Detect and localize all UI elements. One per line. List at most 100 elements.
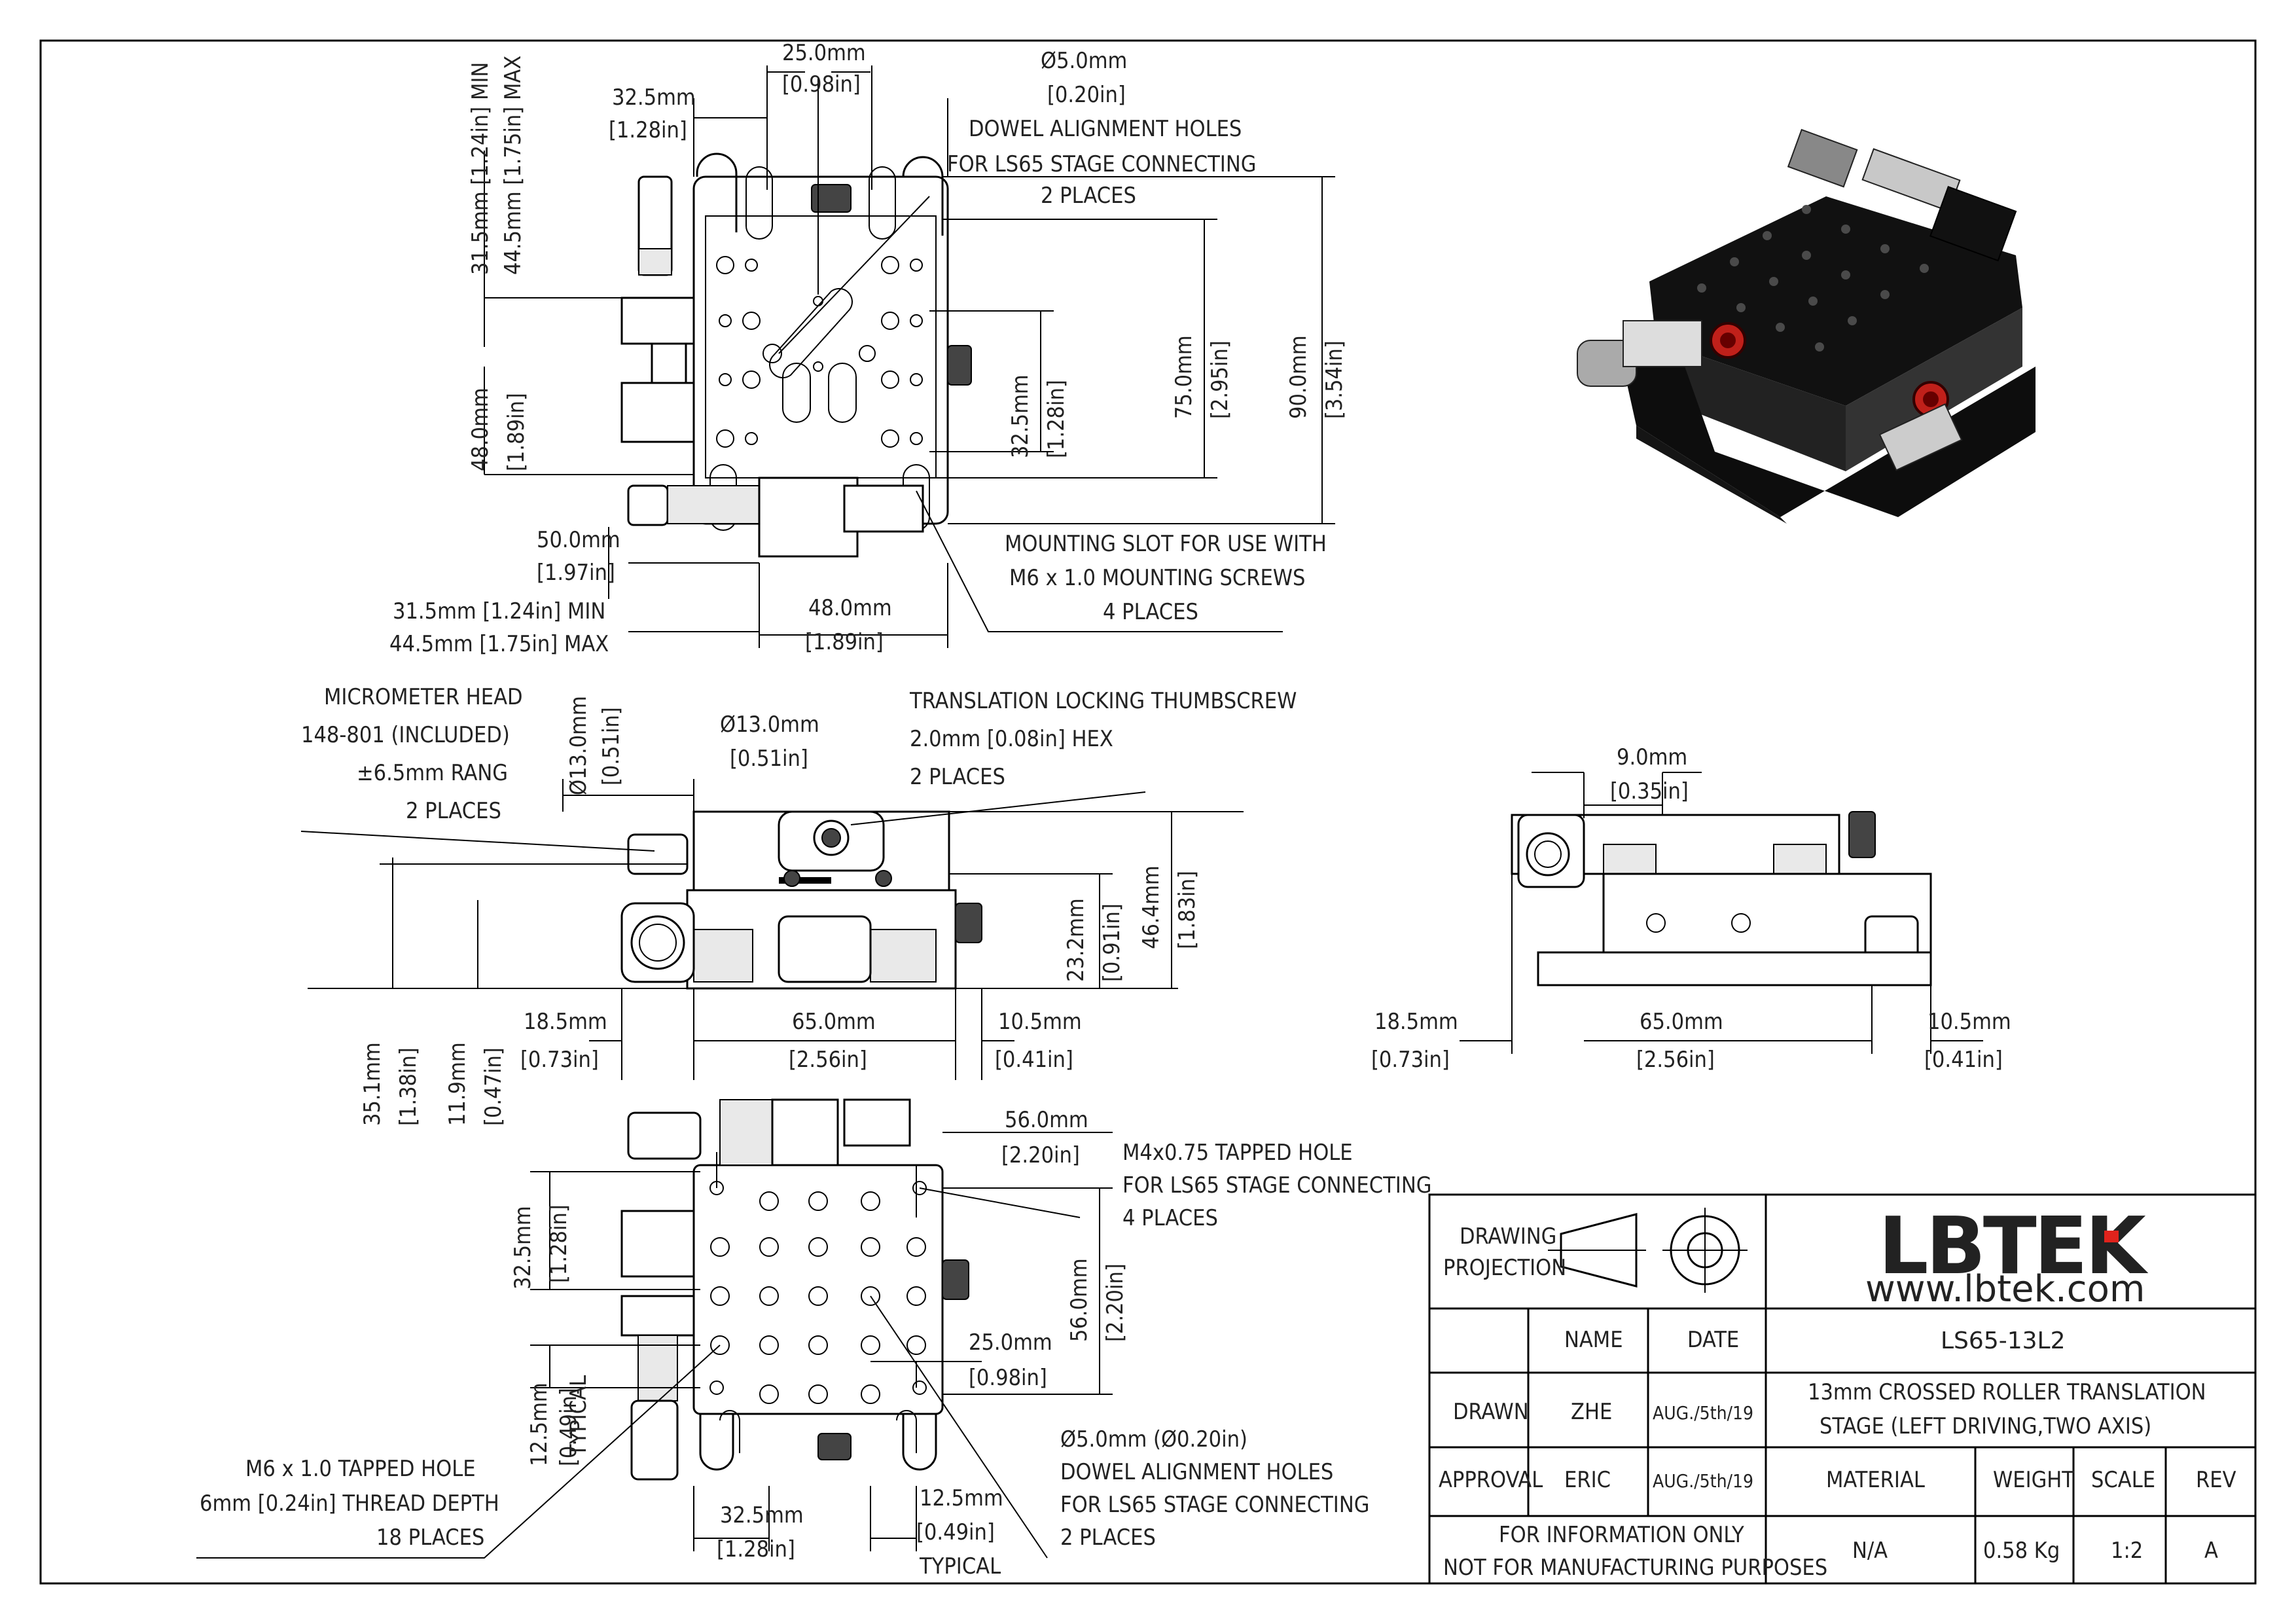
bottom-dim-25: 25.0mm <box>969 1329 1052 1356</box>
tb-desc-l1: 13mm CROSSED ROLLER TRANSLATION <box>1808 1379 2206 1405</box>
side-dim-185-in: [0.73in] <box>1371 1047 1450 1073</box>
front-dim-phi13v-in: [0.51in] <box>598 707 624 785</box>
top-dowel-l1: DOWEL ALIGNMENT HOLES <box>969 116 1242 142</box>
top-dowel-l2: FOR LS65 STAGE CONNECTING <box>947 151 1256 177</box>
top-horiz-min: 31.5mm [1.24in] MIN <box>393 598 605 624</box>
tb-weight-hdr: WEIGHT <box>1993 1467 2074 1493</box>
tb-approval: APPROVAL <box>1439 1467 1543 1493</box>
bottom-dim-125h: 12.5mm <box>920 1485 1003 1511</box>
front-lock-l2: 2.0mm [0.08in] HEX <box>910 726 1113 752</box>
top-dim-25: 25.0mm <box>782 40 866 66</box>
bottom-dim-56h-in: [2.20in] <box>1001 1142 1080 1168</box>
side-dim-105-in: [0.41in] <box>1924 1047 2003 1073</box>
side-dim-185: 18.5mm <box>1374 1009 1458 1035</box>
bottom-dim-25-in: [0.98in] <box>969 1365 1047 1391</box>
tb-drawn-date: AUG./5th/19 <box>1653 1402 1753 1424</box>
top-vert-min: 31.5mm [1.24in] MIN <box>467 62 493 275</box>
bottom-dim-56v: 56.0mm <box>1066 1258 1092 1342</box>
top-horiz-max: 44.5mm [1.75in] MAX <box>389 631 609 657</box>
title-block <box>1428 1193 2257 1585</box>
tb-drawn: DRAWN <box>1453 1399 1529 1425</box>
tb-part-no: LS65-13L2 <box>1941 1327 2065 1354</box>
bottom-dim-125v: 12.5mm <box>526 1382 552 1466</box>
bottom-dim-125h-typical: TYPICAL <box>919 1553 1001 1579</box>
top-mount-l2: M6 x 1.0 MOUNTING SCREWS <box>1009 565 1305 591</box>
bottom-m6-l2: 6mm [0.24in] THREAD DEPTH <box>200 1490 499 1517</box>
bottom-dim-325v-in: [1.28in] <box>546 1204 572 1283</box>
top-dim-phi5: Ø5.0mm <box>1041 48 1127 74</box>
front-dim-232-in: [0.91in] <box>1099 903 1125 982</box>
front-dim-351-in: [1.38in] <box>395 1047 422 1126</box>
front-dim-185-in: [0.73in] <box>520 1047 599 1073</box>
bottom-dim-56v-in: [2.20in] <box>1102 1263 1128 1342</box>
bottom-dowel-l1: Ø5.0mm (Ø0.20in) <box>1060 1426 1247 1453</box>
top-dim-48h: 48.0mm <box>808 595 892 621</box>
logo-url: www.lbtek.com <box>1865 1268 2145 1310</box>
front-micro-l4: 2 PLACES <box>406 798 501 824</box>
front-dim-65-in: [2.56in] <box>789 1047 867 1073</box>
bottom-dim-325h: 32.5mm <box>720 1502 804 1528</box>
top-dim-325: 32.5mm <box>612 84 696 111</box>
tb-info-l1: FOR INFORMATION ONLY <box>1499 1522 1744 1548</box>
tb-name-hdr: NAME <box>1564 1327 1623 1353</box>
front-view <box>300 779 1244 1080</box>
top-dim-phi5-in: [0.20in] <box>1047 82 1126 108</box>
side-view <box>1460 772 1983 1054</box>
tb-info-l2: NOT FOR MANUFACTURING PURPOSES <box>1443 1555 1827 1581</box>
front-micro-l3: ±6.5mm RANG <box>357 760 508 786</box>
side-dim-105: 10.5mm <box>1928 1009 2011 1035</box>
top-dim-90-in: [3.54in] <box>1321 340 1348 419</box>
tb-rev-hdr: REV <box>2196 1467 2236 1493</box>
tb-scale: 1:2 <box>2111 1538 2143 1564</box>
front-micro-l1: MICROMETER HEAD <box>324 684 523 710</box>
front-dim-105-in: [0.41in] <box>995 1047 1073 1073</box>
top-dim-48h-in: [1.89in] <box>805 629 884 655</box>
bottom-dowel-l3: FOR LS65 STAGE CONNECTING <box>1060 1492 1369 1518</box>
bottom-dim-325v: 32.5mm <box>510 1206 536 1290</box>
lbtek-logo: LBTEK <box>1878 1201 2151 1292</box>
sheet-border <box>39 39 2257 1585</box>
top-dim-48v: 48.0mm <box>467 388 493 471</box>
top-dowel-l3: 2 PLACES <box>1041 183 1136 209</box>
front-dim-phi13v: Ø13.0mm <box>565 696 592 795</box>
tb-rev: A <box>2204 1538 2218 1564</box>
top-view <box>484 65 1335 648</box>
bottom-dim-325h-in: [1.28in] <box>717 1536 795 1562</box>
tb-proj-l1: DRAWING <box>1460 1223 1556 1250</box>
side-dim-65: 65.0mm <box>1640 1009 1723 1035</box>
isometric-render <box>1577 128 2036 524</box>
front-dim-464: 46.4mm <box>1138 865 1164 949</box>
tb-material: N/A <box>1852 1538 1888 1564</box>
top-mount-l3: 4 PLACES <box>1103 599 1198 625</box>
bottom-dim-125v-typical: TYPICAL <box>565 1375 592 1457</box>
front-dim-351: 35.1mm <box>359 1042 386 1126</box>
tb-approval-name: ERIC <box>1564 1467 1611 1493</box>
top-mount-l1: MOUNTING SLOT FOR USE WITH <box>1005 531 1327 557</box>
bottom-m4-l2: FOR LS65 STAGE CONNECTING <box>1122 1172 1431 1199</box>
front-dim-phi13-in: [0.51in] <box>730 746 808 772</box>
top-dim-50: 50.0mm <box>537 527 620 553</box>
bottom-dim-56h: 56.0mm <box>1005 1107 1088 1133</box>
top-dim-25-in: [0.98in] <box>782 71 861 98</box>
side-dim-9: 9.0mm <box>1617 744 1687 770</box>
front-dim-phi13: Ø13.0mm <box>720 712 819 738</box>
bottom-m4-l1: M4x0.75 TAPPED HOLE <box>1122 1140 1353 1166</box>
bottom-m6-l1: M6 x 1.0 TAPPED HOLE <box>245 1456 476 1482</box>
side-dim-65-in: [2.56in] <box>1636 1047 1715 1073</box>
top-dim-325v: 32.5mm <box>1007 374 1033 458</box>
top-dim-90: 90.0mm <box>1285 335 1312 419</box>
bottom-dim-125h-in: [0.49in] <box>916 1519 995 1545</box>
front-lock-l1: TRANSLATION LOCKING THUMBSCREW <box>909 688 1297 714</box>
tb-weight: 0.58 Kg <box>1983 1538 2060 1564</box>
tb-drawn-name: ZHE <box>1571 1399 1612 1425</box>
tb-approval-date: AUG./5th/19 <box>1653 1470 1753 1492</box>
top-dim-48v-in: [1.89in] <box>503 393 529 471</box>
tb-date-hdr: DATE <box>1687 1327 1739 1353</box>
tb-scale-hdr: SCALE <box>2091 1467 2155 1493</box>
front-lock-l3: 2 PLACES <box>910 764 1005 790</box>
top-dim-50-in: [1.97in] <box>537 560 615 586</box>
tb-material-hdr: MATERIAL <box>1826 1467 1925 1493</box>
tb-desc-l2: STAGE (LEFT DRIVING,TWO AXIS) <box>1820 1413 2151 1439</box>
